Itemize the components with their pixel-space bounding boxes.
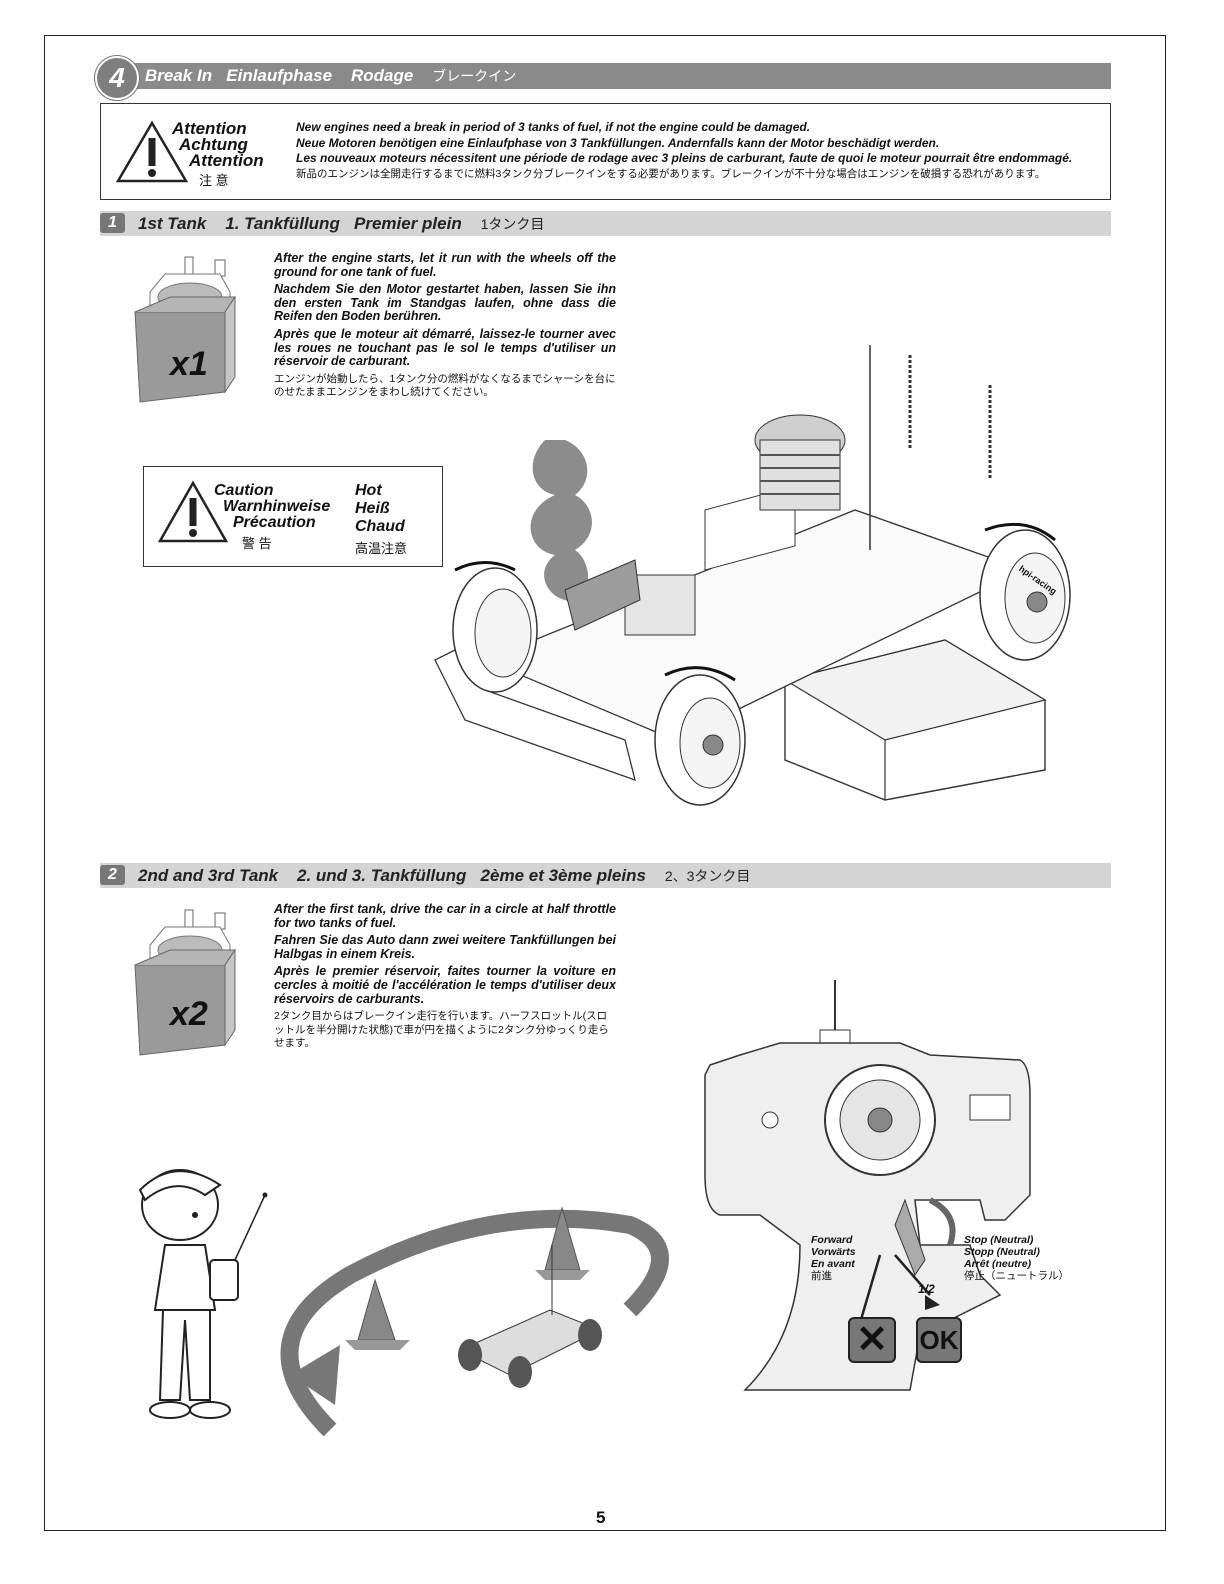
step1-para-en: After the engine starts, let it run with…	[274, 251, 616, 279]
section-title: Break In Einlaufphase Rodage ブレークイン	[145, 66, 516, 86]
boy-driver-illustration	[138, 1169, 268, 1419]
stop-label-jp: 停止（ニュートラル）	[964, 1270, 1069, 1282]
step1-number: 1	[100, 213, 125, 233]
section-title-jp: ブレークイン	[432, 68, 517, 84]
step2-para-jp: 2タンク目からはブレークイン走行を行います。ハーフスロットル(スロットルを半分開…	[274, 1010, 609, 1050]
stop-label-fr: Arrêt (neutre)	[964, 1258, 1032, 1270]
caution-label-fr: Précaution	[233, 514, 316, 531]
step2-instructions: After the first tank, drive the car in a…	[274, 902, 616, 1055]
stop-label-en: Stop (Neutral)	[964, 1234, 1034, 1246]
hot-label-fr: Chaud	[355, 518, 405, 535]
hot-label-jp: 高温注意	[355, 541, 408, 556]
step1-header-bar	[100, 211, 1111, 236]
wheel	[654, 674, 746, 806]
step2-title-text: 2nd and 3rd Tank 2. und 3. Tankfüllung 2…	[138, 866, 646, 885]
step2-title-jp: 2、3タンク目	[664, 868, 751, 884]
attention-box	[100, 103, 1111, 200]
step1-para-jp: エンジンが始動したら、1タンク分の燃料がなくなるまでシャーシを台にのせたままエン…	[274, 372, 616, 399]
forward-label-en: Forward	[811, 1234, 853, 1246]
step2-para-en: After the first tank, drive the car in a…	[274, 902, 616, 930]
ok-icon: OK	[916, 1317, 962, 1363]
step2-number: 2	[100, 865, 125, 885]
step1-title-text: 1st Tank 1. Tankfüllung Premier plein	[138, 214, 462, 233]
step2-para-de: Fahren Sie das Auto dann zwei weitere Ta…	[274, 933, 616, 961]
fuel-tank-icon	[134, 909, 236, 1056]
step1-title: 1st Tank 1. Tankfüllung Premier plein 1タ…	[138, 214, 544, 234]
attention-line-fr: Les nouveaux moteurs nécessitent une pér…	[296, 151, 1073, 165]
attention-line-de: Neue Motoren benötigen eine Einlaufphase…	[296, 135, 940, 150]
tank-count-x1: x1	[170, 345, 208, 383]
forward-label-fr: En avant	[811, 1258, 855, 1270]
hot-label-en: Hot	[355, 482, 382, 499]
wrong-icon: ✕	[848, 1317, 896, 1363]
forward-label-de: Vorwärts	[811, 1246, 856, 1258]
step2-title: 2nd and 3rd Tank 2. und 3. Tankfüllung 2…	[138, 866, 750, 886]
caution-label-en: Caution	[214, 482, 274, 499]
car-on-stand-illustration	[434, 345, 1071, 806]
caution-label-jp: 警 告	[242, 536, 272, 551]
page-number: 5	[596, 1508, 606, 1527]
page-frame	[44, 35, 1166, 1531]
step1-instructions: After the engine starts, let it run with…	[274, 251, 616, 404]
forward-label-jp: 前進	[811, 1270, 832, 1282]
wheel	[452, 567, 538, 693]
step1-para-fr: Après que le moteur ait démarré, laissez…	[274, 326, 616, 369]
hot-label-de: Heiß	[355, 500, 390, 517]
circle-driving-illustration	[280, 1206, 669, 1437]
attention-text: New engines need a break in period of 3 …	[296, 120, 1096, 182]
step1-para-de: Nachdem Sie den Motor gestartet haben, l…	[274, 282, 616, 324]
stop-label-de: Stopp (Neutral)	[964, 1246, 1040, 1258]
attention-line-en: New engines need a break in period of 3 …	[296, 120, 811, 134]
caution-label-de: Warnhinweise	[223, 498, 331, 515]
forward-label: Forward Vorwärts En avant 前進	[811, 1234, 856, 1282]
tank-count-x2: x2	[170, 995, 208, 1033]
section-header-bar	[100, 63, 1111, 89]
step1-title-jp: 1タンク目	[480, 216, 545, 232]
fuel-tank-icon	[134, 256, 236, 403]
stop-label: Stop (Neutral) Stopp (Neutral) Arrêt (ne…	[964, 1234, 1069, 1282]
section-title-text: Break In Einlaufphase Rodage	[145, 66, 414, 85]
warning-icon	[116, 120, 188, 183]
attention-label-jp: 注 意	[199, 173, 229, 188]
step2-para-fr: Après le premier réservoir, faites tourn…	[274, 964, 616, 1006]
caution-icon	[158, 480, 228, 543]
attention-line-jp: 新品のエンジンは全開走行するまでに燃料3タンク分ブレークインをする必要があります…	[296, 167, 1046, 180]
attention-label-en: Attention	[172, 119, 247, 138]
step2-header-bar	[100, 863, 1111, 888]
attention-label-de: Achtung	[179, 135, 248, 154]
attention-label-fr: Attention	[189, 151, 264, 170]
half-throttle-label: 1/2	[918, 1282, 935, 1296]
caution-box	[143, 466, 443, 567]
transmitter-illustration	[704, 980, 1031, 1391]
section-number: 4	[95, 56, 139, 100]
wheel	[979, 529, 1071, 661]
